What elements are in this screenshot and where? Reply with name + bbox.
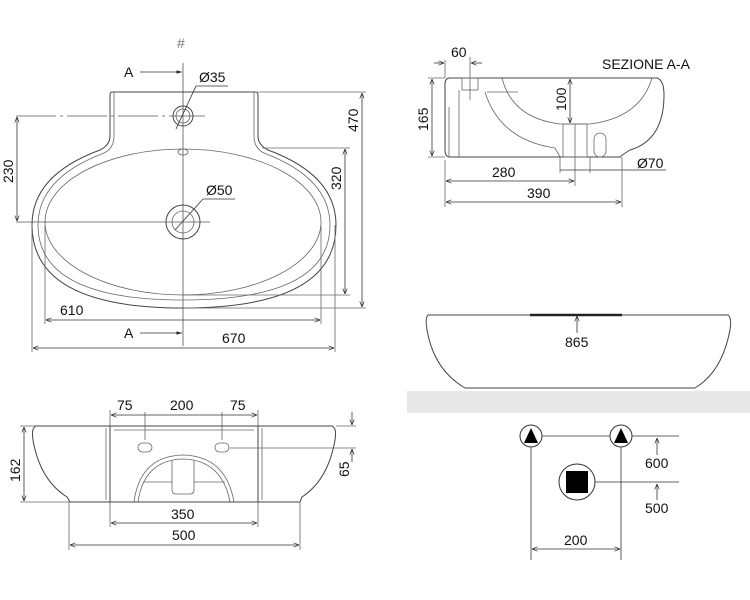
section-view: SEZIONE A-A 60 165 100 Ø70 280 390 <box>415 44 691 207</box>
dim-drain-position: 280 <box>492 164 516 180</box>
back-arch-inner <box>137 458 231 503</box>
dim-total-depth: 390 <box>527 185 551 201</box>
basin-outline <box>31 91 337 309</box>
dim-tap-to-drain: 230 <box>0 159 16 183</box>
back-arch <box>133 454 235 503</box>
section-drain-diameter: Ø70 <box>637 155 664 171</box>
dim-total-width: 670 <box>222 330 246 346</box>
front-view: 865 <box>407 313 750 413</box>
plumbing-layout: 600 500 200 <box>519 424 679 560</box>
back-plate <box>109 425 259 503</box>
drain-diameter: Ø50 <box>206 182 233 198</box>
section-outline <box>444 77 665 158</box>
tap-hole-diameter: Ø35 <box>199 69 226 85</box>
back-basin-outline <box>31 425 337 503</box>
top-view: # A A Ø35 Ø50 230 470 320 <box>0 35 366 352</box>
supply-left-triangle-icon <box>524 428 538 443</box>
dim-counter-height: 865 <box>565 334 589 350</box>
section-inner-wall <box>484 91 561 158</box>
back-view: 75 200 75 162 65 350 500 <box>7 397 356 550</box>
drain-leader <box>174 198 204 231</box>
fixing-hole-right <box>214 442 230 453</box>
section-bowl-curve <box>501 77 653 125</box>
dim-center: 200 <box>170 397 194 413</box>
dim-supply-spacing: 200 <box>564 532 588 548</box>
hash-mark: # <box>177 35 185 51</box>
section-title: SEZIONE A-A <box>602 56 691 72</box>
dim-supply-height: 600 <box>645 455 669 471</box>
waste-square-icon <box>566 471 588 493</box>
supply-right-triangle-icon <box>614 428 628 443</box>
overflow-hole <box>177 148 189 156</box>
dim-left: 75 <box>117 397 133 413</box>
dim-base-width: 500 <box>172 527 196 543</box>
section-overflow <box>593 132 607 158</box>
dim-right: 75 <box>230 397 246 413</box>
fixing-hole-left <box>137 442 153 453</box>
section-marker-top: A <box>124 64 134 80</box>
tap-leader <box>175 85 197 130</box>
dim-hole-height: 65 <box>336 461 352 477</box>
dim-back-plate: 60 <box>451 44 467 60</box>
front-basin-outline <box>425 314 732 389</box>
dim-depth-total: 470 <box>345 108 361 132</box>
counter-surface <box>407 391 750 413</box>
dim-bowl-width: 610 <box>60 302 84 318</box>
dim-waste-height: 500 <box>645 500 669 516</box>
dim-bowl-depth-section: 100 <box>553 87 569 111</box>
dim-bowl-depth: 320 <box>328 166 344 190</box>
dim-back-height: 162 <box>7 458 23 482</box>
dim-plate-width: 350 <box>171 506 195 522</box>
dim-height: 165 <box>415 107 431 131</box>
back-drain-pipe <box>171 460 195 495</box>
section-marker-bottom: A <box>124 325 134 341</box>
basin-rim <box>37 92 331 301</box>
